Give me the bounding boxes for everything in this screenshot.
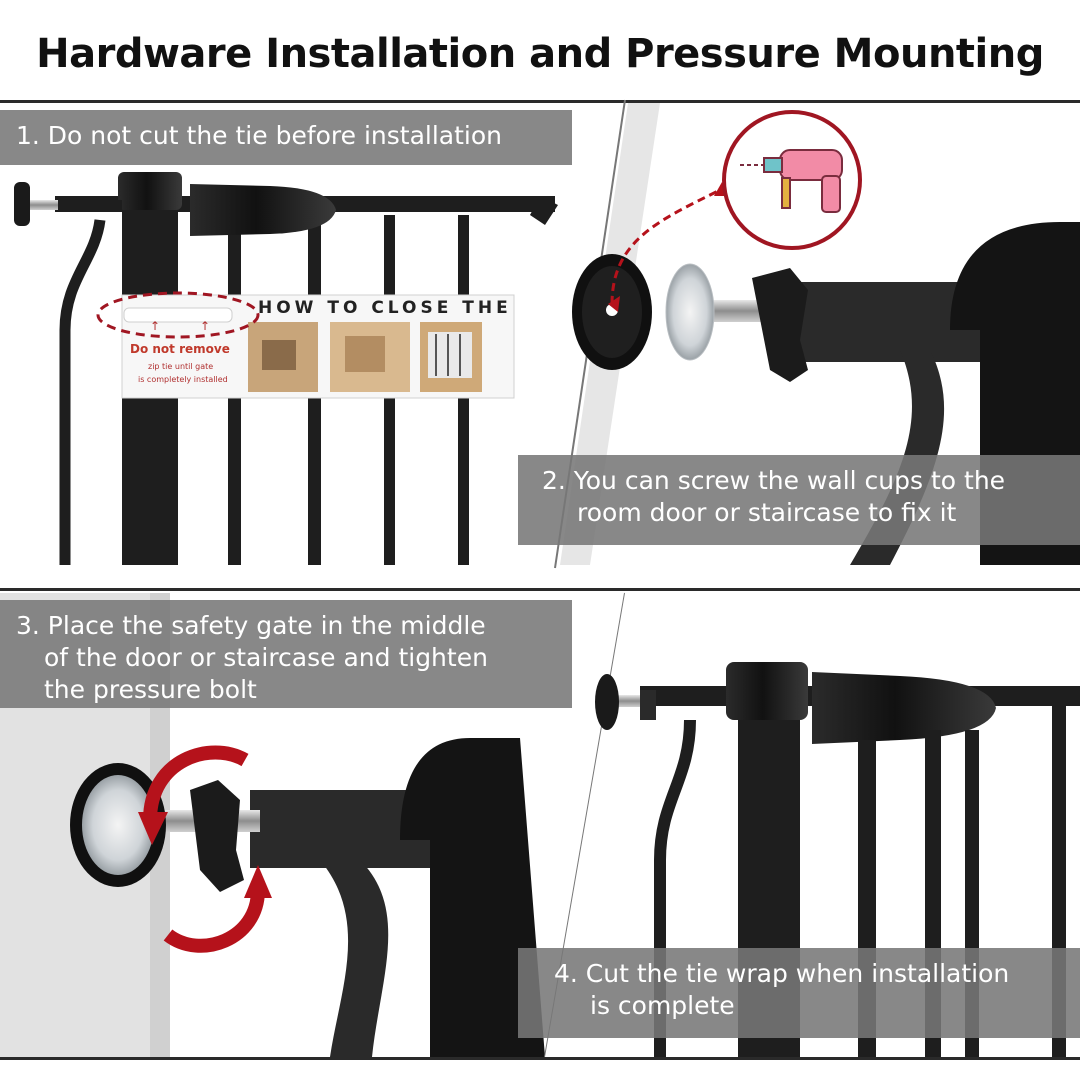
rotate-arrows-icon <box>138 745 272 953</box>
middle-divider <box>0 588 1080 591</box>
bottom-divider <box>0 1057 1080 1060</box>
instruction-label-title: HOW TO CLOSE THE <box>258 298 512 318</box>
step-2-caption: 2. You can screw the wall cups to the ro… <box>518 455 1080 545</box>
top-divider <box>0 100 1080 103</box>
step-4-line-1: 4. Cut the tie wrap when installation <box>554 959 1010 988</box>
step-2-line-1: 2. You can screw the wall cups to the <box>542 466 1006 495</box>
svg-text:↑: ↑ <box>150 319 160 333</box>
page-title: Hardware Installation and Pressure Mount… <box>36 31 1044 77</box>
step-1-caption: 1. Do not cut the tie before installatio… <box>0 110 572 165</box>
step-4-caption: 4. Cut the tie wrap when installation is… <box>518 948 1080 1038</box>
step-2-line-2: room door or staircase to fix it <box>577 498 957 527</box>
instruction-label-note-1: zip tie until gate <box>148 362 214 371</box>
step-3-caption: 3. Place the safety gate in the middle o… <box>0 600 572 708</box>
panel-1: ↑ ↑ <box>0 103 610 565</box>
step-3-line-1: 3. Place the safety gate in the middle <box>16 611 486 640</box>
curved-arrow-icon <box>610 188 721 305</box>
step-3-line-2: of the door or staircase and tighten <box>44 643 488 672</box>
instruction-label-warning: Do not remove <box>130 342 230 356</box>
drill-icon <box>722 110 862 250</box>
step-1-line-1: 1. Do not cut the tie before installatio… <box>16 121 503 150</box>
svg-text:↑: ↑ <box>200 319 210 333</box>
step-3-line-3: the pressure bolt <box>44 675 257 704</box>
step-4-line-2: is complete <box>590 991 735 1020</box>
instruction-label-note-2: is completely installed <box>138 375 228 384</box>
